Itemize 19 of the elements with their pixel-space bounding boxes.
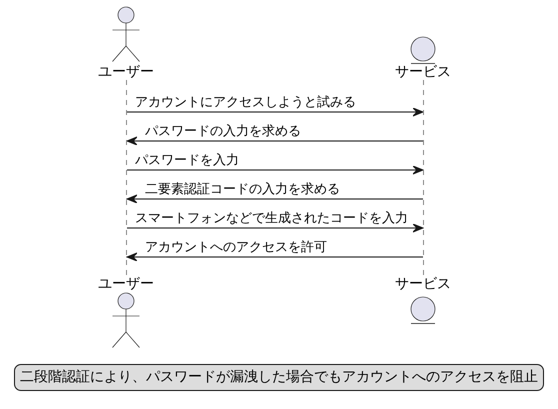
participant-label: サービス bbox=[395, 276, 451, 292]
participant-label: ユーザー bbox=[98, 276, 154, 292]
message-label: スマートフォンなどで生成されたコードを入力 bbox=[135, 211, 408, 226]
message-arrow bbox=[126, 166, 424, 174]
participant-label: サービス bbox=[395, 64, 451, 80]
note: 二段階認証により、パスワードが漏洩した場合でもアカウントへのアクセスを阻止 bbox=[14, 364, 544, 391]
message-arrow bbox=[126, 136, 424, 146]
message-arrow bbox=[126, 108, 424, 116]
message-arrow bbox=[126, 252, 424, 262]
message-label: アカウントにアクセスしようと試みる bbox=[135, 95, 356, 110]
message-label: パスワードを入力 bbox=[135, 153, 239, 168]
message-label: アカウントへのアクセスを許可 bbox=[145, 240, 327, 255]
lifeline bbox=[423, 80, 424, 276]
lifeline bbox=[126, 80, 127, 276]
message-label: パスワードの入力を求める bbox=[145, 124, 301, 139]
participant-label: ユーザー bbox=[98, 64, 154, 80]
message-label: 二要素認証コードの入力を求める bbox=[145, 182, 340, 197]
message-arrow bbox=[126, 194, 424, 204]
message-arrow bbox=[126, 224, 424, 232]
